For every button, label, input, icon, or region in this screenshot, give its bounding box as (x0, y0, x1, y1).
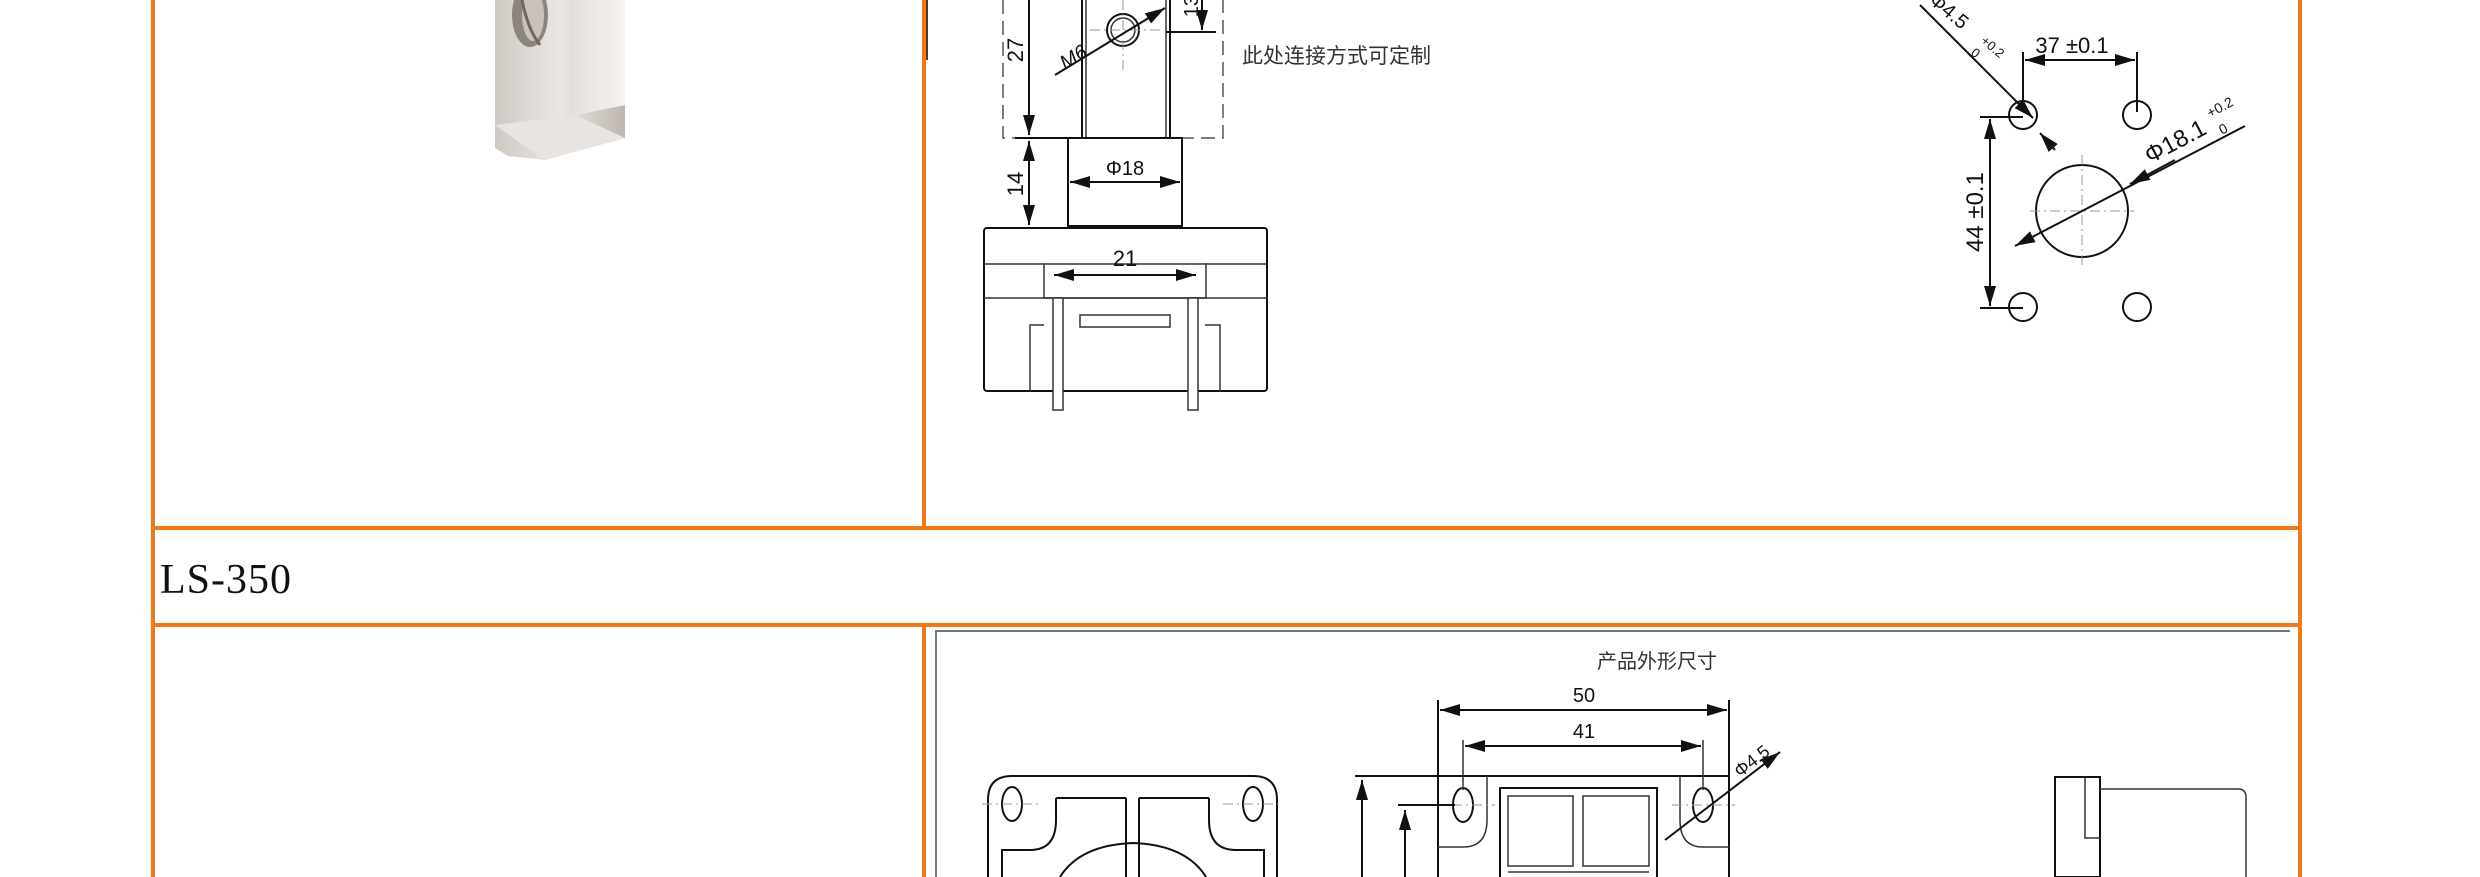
bottom-hole-dia-label: Φ4.5 (1730, 741, 1773, 781)
product-photo (495, 0, 625, 160)
side-view-drawing: M6 13 27 Φ18 14 21 此处连接方式可定制 (983, 0, 1431, 411)
spacing-v-label: 44 ±0.1 (1962, 172, 1989, 252)
customizable-note: 此处连接方式可定制 (1242, 44, 1431, 68)
dimension-drawing: 产品外形尺寸 50 41 Φ4.5 (935, 630, 2290, 877)
model-label: LS-350 (160, 557, 292, 603)
row-divider-2 (151, 623, 2302, 627)
column-divider-top (922, 0, 926, 528)
center-dia-label: Φ18.1 (2140, 115, 2211, 170)
spacing-h-label: 37 ±0.1 (2035, 33, 2108, 58)
dim-14-label: 14 (1003, 172, 1028, 196)
center-tol-lower: 0 (2216, 120, 2231, 138)
hole-tol-lower: 0 (1968, 45, 1983, 61)
dia-18-label: Φ18 (1106, 158, 1144, 180)
center-tol-upper: +0.2 (2204, 93, 2236, 120)
dim-41-label: 41 (1573, 721, 1595, 743)
hole-tol-upper: +0.2 (1978, 33, 2007, 61)
dim-50-label: 50 (1573, 685, 1595, 707)
dim-21-label: 21 (1113, 246, 1137, 271)
table-border-right (2298, 0, 2302, 877)
cell-edge-dark (926, 0, 928, 60)
dim-top-label: 13 (1181, 0, 1203, 17)
table-border-left (151, 0, 155, 877)
column-divider-bottom (922, 625, 926, 877)
row-divider-1 (151, 526, 2302, 530)
drawing-title: 产品外形尺寸 (1597, 649, 1717, 673)
dim-27-label: 27 (1003, 38, 1028, 62)
hole-pattern-drawing: 37 ±0.1 44 ±0.1 Φ4.5 +0.2 0 Φ18.1 +0.2 0 (1919, 0, 2246, 322)
